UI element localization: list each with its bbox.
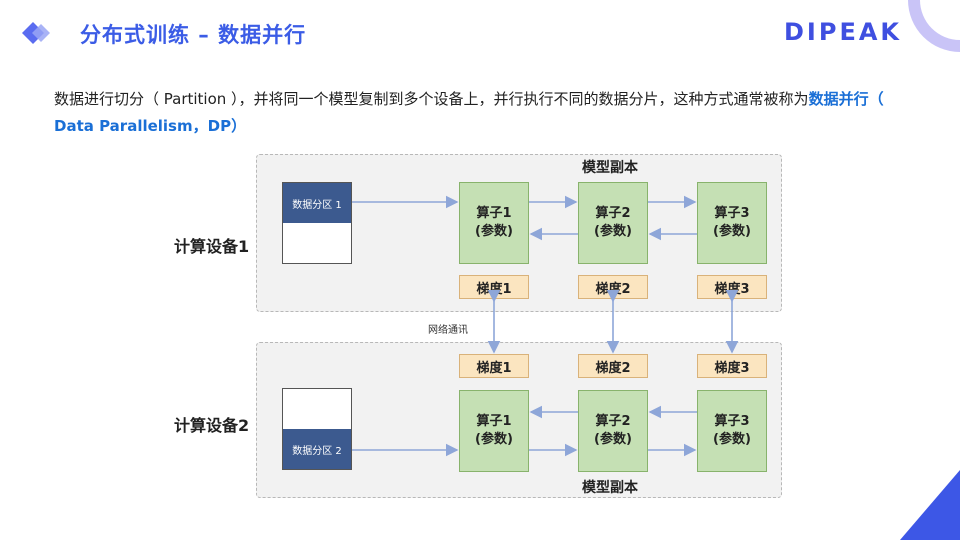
partition-empty-cell xyxy=(283,389,351,429)
device1-label: 计算设备1 xyxy=(174,237,250,256)
op-name: 算子2 xyxy=(595,206,631,221)
model-replica-title-top: 模型副本 xyxy=(582,160,638,176)
device1-op-2: 算子2 (参数) xyxy=(578,182,648,264)
op-name: 算子3 xyxy=(714,206,750,221)
corner-decoration-top xyxy=(908,0,960,52)
op-sub: (参数) xyxy=(594,432,632,447)
device2-op-3: 算子3 (参数) xyxy=(697,390,767,472)
op-sub: (参数) xyxy=(713,432,751,447)
op-name: 算子2 xyxy=(595,414,631,429)
device2-op-2: 算子2 (参数) xyxy=(578,390,648,472)
op-name: 算子3 xyxy=(714,414,750,429)
device1-op-1: 算子1 (参数) xyxy=(459,182,529,264)
partition-1-label: 数据分区 1 xyxy=(283,183,351,223)
corner-decoration-bottom xyxy=(900,470,960,540)
logo-diamond-icon xyxy=(22,22,50,44)
data-partition-2: 数据分区 2 xyxy=(282,388,352,470)
device2-op-1: 算子1 (参数) xyxy=(459,390,529,472)
device1-grad-2: 梯度2 xyxy=(578,275,648,299)
brand-logo: DIPEAK xyxy=(784,18,903,46)
device1-grad-3: 梯度3 xyxy=(697,275,767,299)
device2-grad-2: 梯度2 xyxy=(578,354,648,378)
device1-op-3: 算子3 (参数) xyxy=(697,182,767,264)
model-replica-title-bottom: 模型副本 xyxy=(582,480,638,496)
op-name: 算子1 xyxy=(476,414,512,429)
device2-grad-1: 梯度1 xyxy=(459,354,529,378)
op-sub: (参数) xyxy=(475,432,513,447)
data-partition-1: 数据分区 1 xyxy=(282,182,352,264)
device2-label: 计算设备2 xyxy=(174,416,250,435)
intro-paragraph: 数据进行切分（ Partition ），并将同一个模型复制到多个设备上，并行执行… xyxy=(54,86,904,140)
device1-grad-1: 梯度1 xyxy=(459,275,529,299)
intro-text: 数据进行切分（ Partition ），并将同一个模型复制到多个设备上，并行执行… xyxy=(54,90,809,108)
op-sub: (参数) xyxy=(713,224,751,239)
partition-2-label: 数据分区 2 xyxy=(283,429,351,469)
op-name: 算子1 xyxy=(476,206,512,221)
op-sub: (参数) xyxy=(475,224,513,239)
intro-highlight: 数据并行（ Data Parallelism，DP） xyxy=(54,90,884,135)
device2-grad-3: 梯度3 xyxy=(697,354,767,378)
partition-empty-cell xyxy=(283,223,351,263)
op-sub: (参数) xyxy=(594,224,632,239)
network-label: 网络通讯 xyxy=(428,325,468,336)
page-title: 分布式训练 – 数据并行 xyxy=(80,23,307,47)
